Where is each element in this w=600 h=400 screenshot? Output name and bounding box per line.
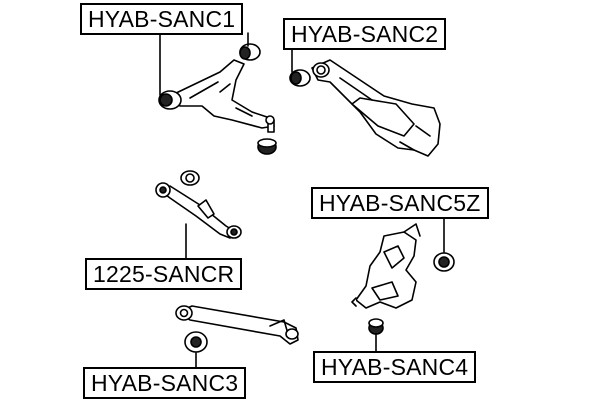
part-label-hyab-sanc2: HYAB-SANC2 — [283, 18, 447, 50]
upper-control-arm — [171, 59, 275, 133]
long-link-arm — [177, 305, 299, 345]
bushing-link-end — [175, 305, 193, 321]
bushing-link-outer — [285, 328, 299, 340]
bushing-lower-arm-front — [289, 69, 311, 87]
bushing-upper-arm-inner — [158, 90, 182, 110]
bushing-knuckle-upper — [433, 252, 455, 272]
lateral-rod — [161, 185, 237, 239]
bushing-upper-arm-rear — [239, 43, 261, 61]
part-label-1225-sancr: 1225-SANCR — [85, 258, 243, 290]
bushing-link-loose — [184, 331, 208, 353]
bushing-rod-end — [155, 182, 171, 198]
part-label-hyab-sanc5z: HYAB-SANC5Z — [311, 187, 489, 219]
bushing-knuckle-lower — [368, 318, 384, 335]
bushing-rod-loose — [180, 170, 200, 186]
part-label-hyab-sanc1: HYAB-SANC1 — [80, 3, 244, 35]
rear-knuckle — [351, 223, 421, 309]
part-label-hyab-sanc4: HYAB-SANC4 — [313, 351, 477, 383]
bushing-lower-arm-eye — [312, 62, 330, 78]
bushing-rod-outer — [226, 225, 242, 239]
bushing-ball-joint — [257, 138, 277, 155]
part-label-hyab-sanc3: HYAB-SANC3 — [83, 367, 247, 399]
lower-control-arm — [311, 59, 441, 157]
